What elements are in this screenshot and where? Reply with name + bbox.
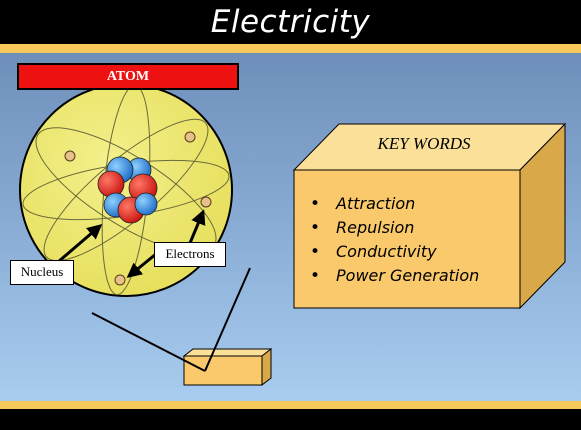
key-words-title: KEY WORDS <box>377 134 471 153</box>
top-gold-band <box>0 44 581 53</box>
proton <box>97 170 125 198</box>
electrons-label: Electrons <box>154 242 226 267</box>
neutron <box>134 192 158 216</box>
key-word-item: Repulsion <box>310 216 479 240</box>
electron-3 <box>200 196 212 208</box>
nucleus-arrow <box>57 224 103 264</box>
electron-4 <box>114 274 126 286</box>
atom-title: ATOM <box>17 63 239 90</box>
electrons <box>64 131 212 286</box>
nucleus-label: Nucleus <box>10 260 74 285</box>
key-words-list: Attraction Repulsion Conductivity Power … <box>310 192 479 288</box>
electron-arrow-1 <box>188 209 206 244</box>
nucleus <box>97 156 158 224</box>
zoom-line-left <box>91 312 206 372</box>
zoom-line-right <box>204 267 251 372</box>
magnified-region-box <box>182 347 273 387</box>
electron-2 <box>184 131 196 143</box>
electron-1 <box>64 150 76 162</box>
key-word-item: Conductivity <box>310 240 479 264</box>
key-word-item: Attraction <box>310 192 479 216</box>
slide-title: Electricity <box>0 0 581 44</box>
key-word-item: Power Generation <box>310 264 479 288</box>
bottom-gold-band <box>0 401 581 409</box>
electron-arrow-2 <box>126 252 157 278</box>
